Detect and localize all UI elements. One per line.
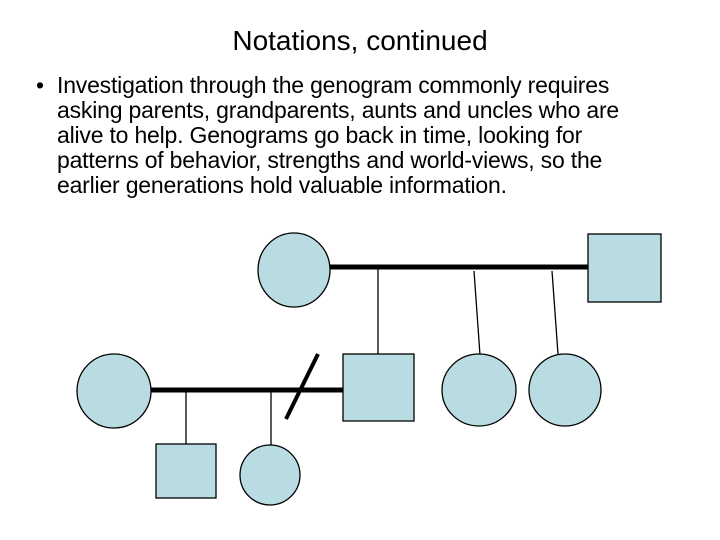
body-line: patterns of behavior, strengths and worl… (57, 147, 603, 173)
body-line: Investigation through the genogram commo… (57, 72, 610, 98)
body-line: asking parents, grandparents, aunts and … (57, 97, 620, 123)
daughter-circle (239, 444, 301, 506)
body-line: earlier generations hold valuable inform… (57, 172, 507, 198)
grandfather-square (587, 233, 662, 303)
body-line: alive to help. Genograms go back in time… (57, 122, 583, 148)
bullet-icon: • (36, 72, 45, 98)
father-square (342, 353, 415, 422)
aunt-circle-1 (441, 353, 517, 427)
grandparents-child-line-aunt-2 (551, 270, 559, 355)
divorce-slash (284, 353, 320, 420)
grandparents-child-line-aunt-1 (473, 270, 481, 356)
aunt-circle-2 (528, 353, 602, 427)
page-title: Notations, continued (232, 25, 488, 56)
bullet-paragraph: • Investigation through the genogram com… (36, 73, 676, 198)
mother-circle (76, 353, 152, 429)
grandmother-circle (257, 232, 331, 308)
bullet-text: Investigation through the genogram commo… (57, 73, 676, 198)
son-square (155, 443, 217, 499)
